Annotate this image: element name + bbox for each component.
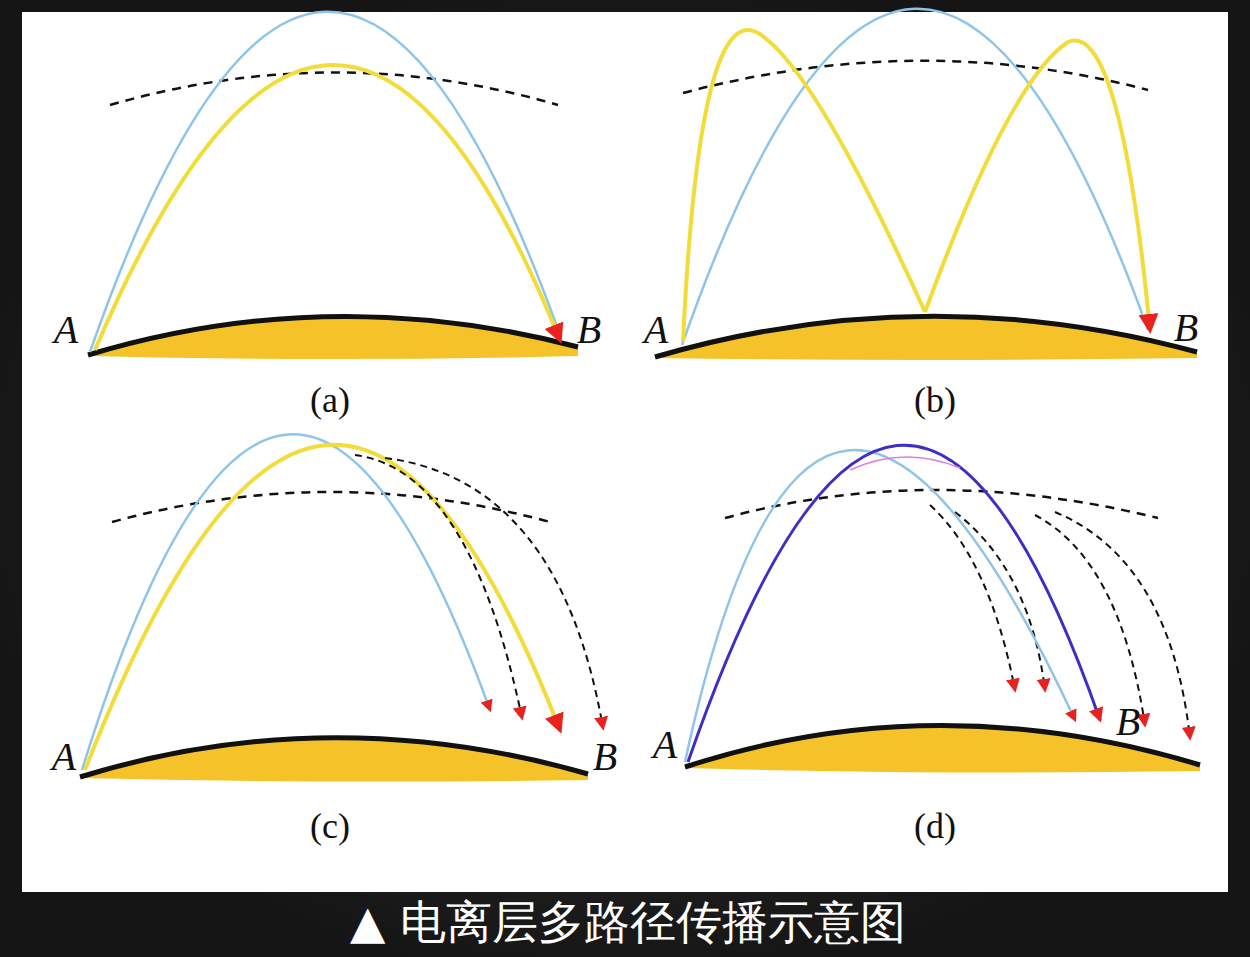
panel-d bbox=[685, 445, 1200, 772]
figure-caption: ▲ 电离层多路径传播示意图 bbox=[350, 899, 906, 945]
panel-b bbox=[655, 9, 1197, 360]
panel-ground bbox=[22, 12, 1228, 892]
panel-label: (a) bbox=[310, 382, 350, 418]
point-label: B bbox=[593, 737, 617, 777]
point-label: A bbox=[644, 310, 668, 350]
panel-label: (b) bbox=[914, 382, 956, 418]
point-label: B bbox=[577, 310, 601, 350]
point-label: B bbox=[1174, 308, 1198, 348]
point-label: A bbox=[54, 310, 78, 350]
panel-label: (d) bbox=[914, 808, 956, 844]
panel-label: (c) bbox=[310, 808, 350, 844]
panel-c bbox=[80, 434, 603, 781]
point-label: A bbox=[653, 725, 677, 765]
point-label: B bbox=[1116, 702, 1140, 742]
point-label: A bbox=[52, 737, 76, 777]
panel-a bbox=[88, 12, 578, 359]
